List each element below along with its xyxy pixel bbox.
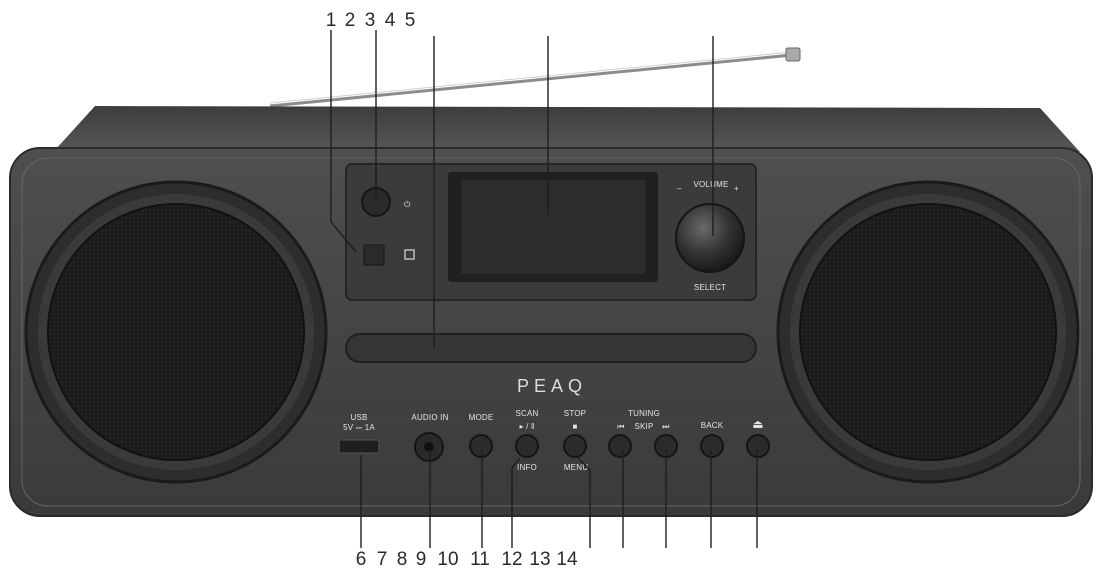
left-speaker [24,180,328,484]
callout-number: 14 [556,549,578,570]
usb-label: USB [350,413,367,422]
ir-icon [404,249,415,260]
volume-label: VOLUME [694,180,729,189]
menu-label: MENU [564,463,588,472]
cabinet-top [55,106,1080,152]
callout-number: 4 [385,10,396,31]
right-speaker [776,180,1080,484]
play-pause-icon: ▸ / ‖ [520,422,535,431]
skip-back-icon: ⏮ [617,422,624,431]
callout-number: 11 [470,549,490,570]
mode-button[interactable] [469,434,493,458]
callout-number: 1 [326,10,337,31]
info-label: INFO [517,463,537,472]
callout-leaders-top [330,30,714,348]
tuning-label: TUNING [628,409,660,418]
volume-minus-label: – [677,184,682,193]
stop-icon: ■ [572,422,577,431]
callout-number: 3 [365,10,376,31]
callout-number: 8 [397,549,408,570]
cd-slot[interactable] [345,333,757,363]
callout-leaders-bottom [360,450,758,548]
callout-number: 2 [345,10,356,31]
power-icon: ⏻ [404,200,411,209]
callout-number: 5 [405,10,416,31]
brand-logo: PEAQ [517,376,587,396]
audio-in-label: AUDIO IN [411,413,448,422]
skip-label: SKIP [634,422,653,431]
ir-sensor [363,244,385,266]
back-label: BACK [701,421,724,430]
mode-label: MODE [469,413,494,422]
callout-number: 9 [416,549,427,570]
skip-forward-icon: ⏭ [662,422,669,431]
scan-play-pause-button[interactable] [515,434,539,458]
callouts-top: 1 2 3 4 5 [326,10,416,31]
callout-number: 6 [356,549,367,570]
usb-rating-label: 5V ⎓ 1A [343,423,375,432]
callout-number: 7 [377,549,388,570]
back-button[interactable] [700,434,724,458]
scan-label: SCAN [515,409,538,418]
callout-number: 13 [529,549,550,570]
display-screen [461,180,645,274]
stop-label: STOP [564,409,586,418]
eject-button[interactable] [746,434,770,458]
telescopic-antenna [269,47,801,108]
stop-menu-button[interactable] [563,434,587,458]
usb-port[interactable] [338,439,380,454]
volume-select-knob[interactable] [675,203,745,273]
callouts-bottom: 6 7 8 9 10 11 12 13 14 [356,549,578,570]
callout-number: 12 [501,549,522,570]
volume-plus-label: + [734,184,739,193]
select-label: SELECT [694,283,726,292]
eject-icon: ⏏ [752,417,764,431]
callout-number: 10 [437,549,458,570]
tuning-skip-back-button[interactable] [608,434,632,458]
